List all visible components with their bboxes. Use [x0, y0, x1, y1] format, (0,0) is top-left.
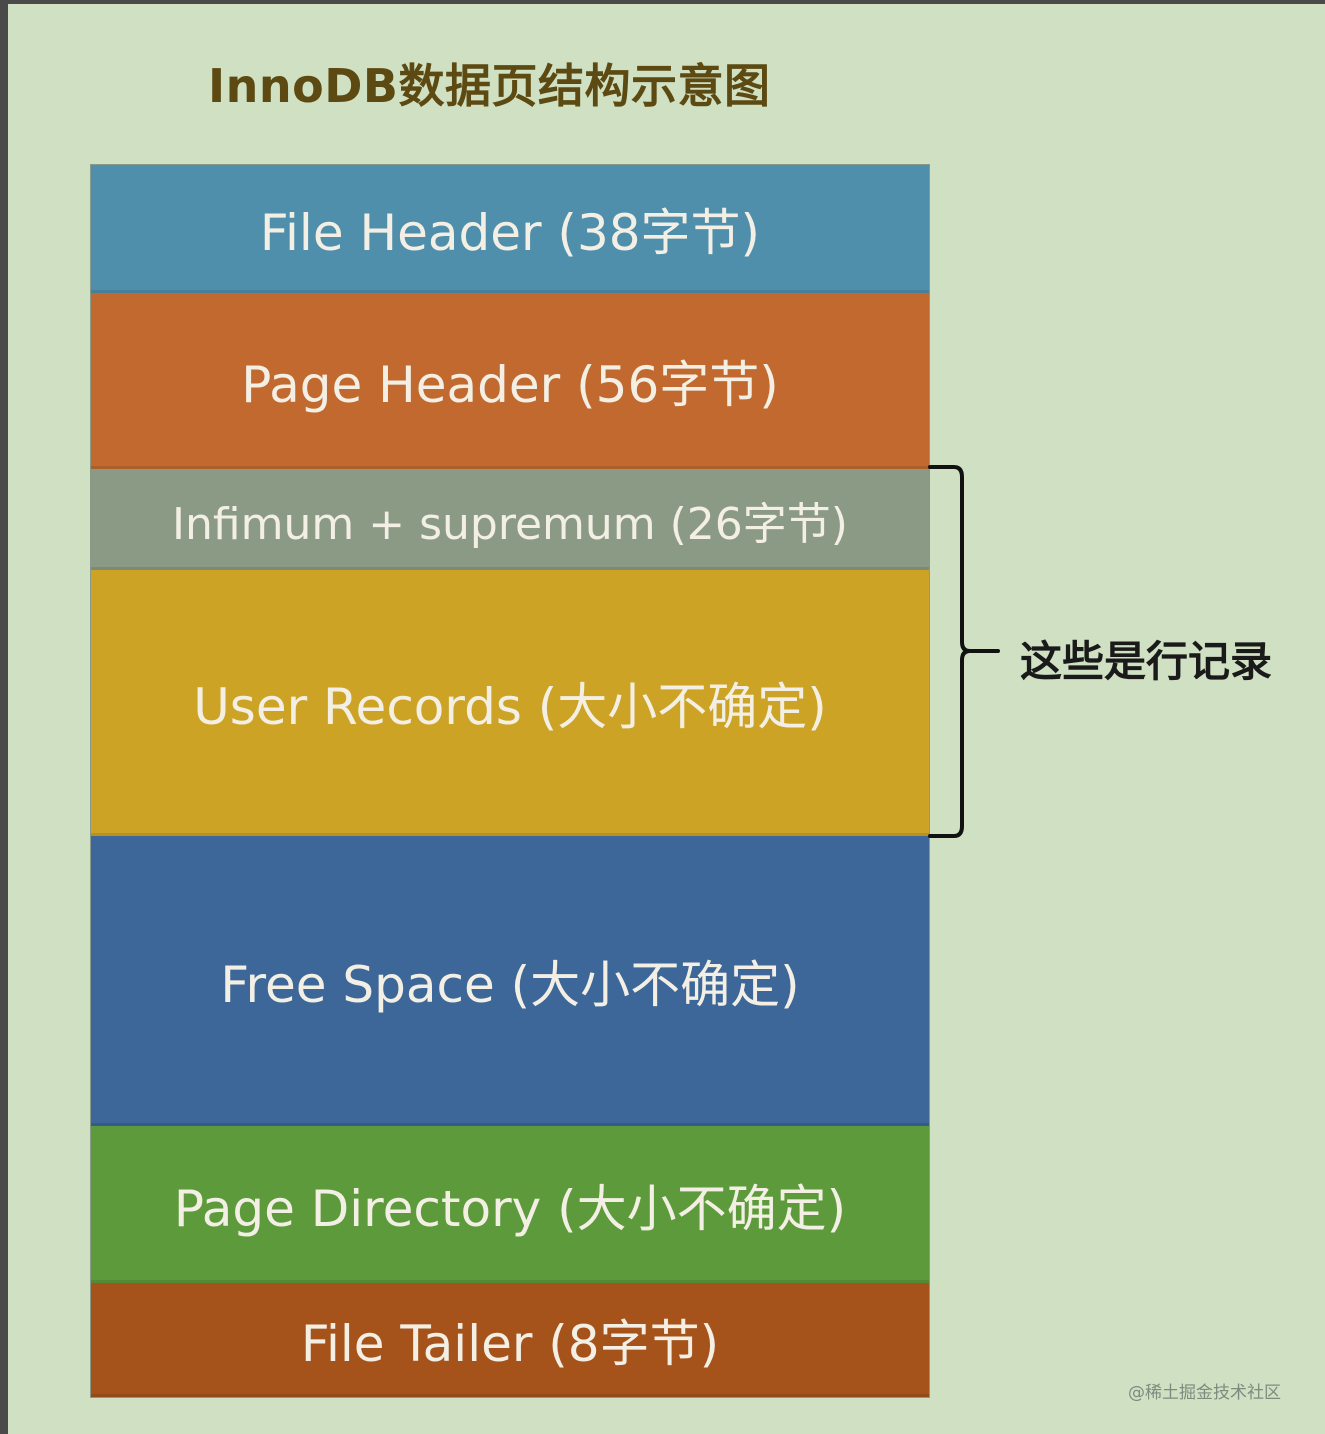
page-structure-stack: File Header (38字节) Page Header (56字节) In… — [90, 164, 930, 1398]
segment-file-header: File Header (38字节) — [91, 165, 929, 293]
segment-file-header-label: File Header (38字节) — [259, 204, 761, 262]
segment-free-space-label: Free Space (大小不确定) — [220, 956, 800, 1014]
segment-page-directory: Page Directory (大小不确定) — [91, 1126, 929, 1283]
segment-page-header: Page Header (56字节) — [91, 293, 929, 469]
segment-free-space: Free Space (大小不确定) — [91, 836, 929, 1126]
segment-page-directory-label: Page Directory (大小不确定) — [173, 1179, 847, 1238]
segment-page-header-label: Page Header (56字节) — [241, 356, 779, 414]
diagram-title: InnoDB数据页结构示意图 — [208, 59, 771, 113]
segment-user-records-label: User Records (大小不确定) — [193, 678, 827, 736]
diagram-canvas: InnoDB数据页结构示意图 File Header (38字节) Page H… — [8, 4, 1325, 1434]
segment-infimum-supremum-label: Infimum + supremum (26字节) — [172, 498, 848, 550]
segment-file-tailer-label: File Tailer (8字节) — [300, 1315, 720, 1373]
row-records-label: 这些是行记录 — [1020, 637, 1273, 686]
watermark: @稀土掘金技术社区 — [1128, 1383, 1281, 1403]
row-records-brace-icon — [928, 465, 1000, 838]
segment-user-records: User Records (大小不确定) — [91, 570, 929, 836]
segment-infimum-supremum: Infimum + supremum (26字节) — [91, 469, 929, 570]
segment-file-tailer: File Tailer (8字节) — [91, 1283, 929, 1397]
